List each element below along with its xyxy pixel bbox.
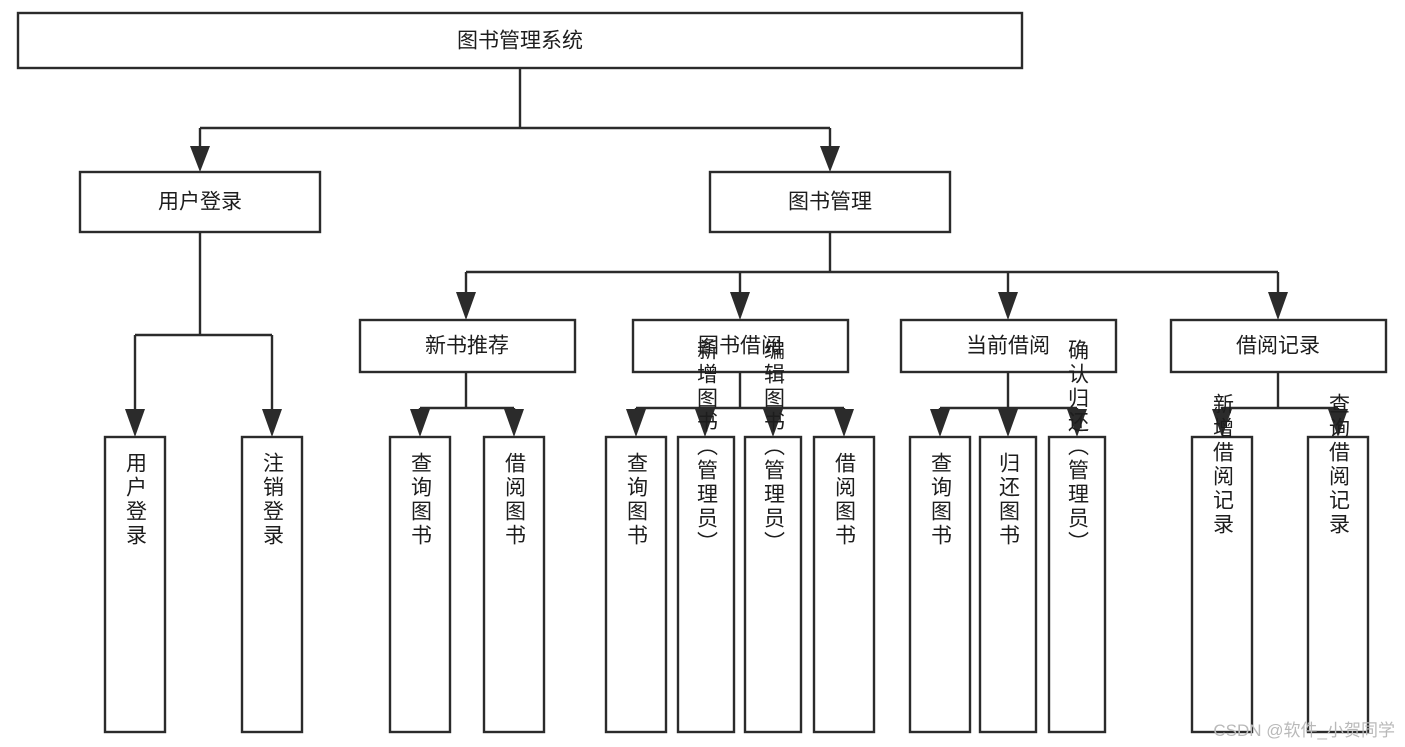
node-leaf-add-record[interactable]: 新增借阅记录	[1190, 393, 1254, 734]
root-label: 图书管理系统	[457, 30, 583, 53]
node-user-login[interactable]: 用户登录	[78, 170, 322, 234]
node-borrow-record[interactable]: 借阅记录	[1169, 318, 1388, 374]
leaf-edit-book-box[interactable]	[743, 435, 803, 734]
node-book-borrow[interactable]: 图书借阅	[631, 318, 850, 374]
leaf-add-record-label: 新增借阅记录	[1211, 393, 1235, 537]
leaf-query-record-label: 查询借阅记录	[1327, 393, 1351, 537]
node-leaf-query-book-3[interactable]: 查询图书	[908, 435, 972, 734]
connector-layer	[125, 68, 1348, 437]
arrow-head-user-login	[190, 146, 210, 172]
arrow-head-leaf-add-record	[1212, 409, 1232, 437]
leaf-edit-book-label: 编辑图书（管理员）	[762, 339, 786, 555]
leaf-user-login-box[interactable]	[103, 435, 167, 734]
new-book-recommend-label: 新书推荐	[425, 335, 509, 358]
arrow-head-leaf-query-book-3	[930, 409, 950, 437]
arrow-head-leaf-borrow-book-1	[504, 409, 524, 437]
leaf-return-book-box[interactable]	[978, 435, 1038, 734]
arrow-head-borrow-record	[1268, 292, 1288, 320]
node-leaf-borrow-book-2[interactable]: 借阅图书	[812, 435, 876, 734]
leaf-query-book-2-label: 查询图书	[625, 452, 649, 548]
arrow-head-leaf-add-book	[695, 409, 715, 437]
current-borrow-box[interactable]	[899, 318, 1118, 374]
node-leaf-query-record[interactable]: 查询借阅记录	[1306, 393, 1370, 734]
arrow-head-leaf-return-book	[998, 409, 1018, 437]
node-leaf-query-book-1[interactable]: 查询图书	[388, 435, 452, 734]
node-leaf-logout[interactable]: 注销登录	[240, 435, 304, 734]
node-leaf-query-book-2[interactable]: 查询图书	[604, 435, 668, 734]
leaf-query-book-1-box[interactable]	[388, 435, 452, 734]
leaf-add-book-box[interactable]	[676, 435, 736, 734]
root-box[interactable]	[16, 11, 1024, 70]
leaf-user-login-label: 用户登录	[124, 452, 148, 548]
leaf-add-record-box[interactable]	[1190, 435, 1254, 734]
node-leaf-return-book[interactable]: 归还图书	[978, 435, 1038, 734]
leaf-logout-box[interactable]	[240, 435, 304, 734]
leaf-borrow-book-1-box[interactable]	[482, 435, 546, 734]
user-login-box[interactable]	[78, 170, 322, 234]
node-leaf-user-login[interactable]: 用户登录	[103, 435, 167, 734]
leaf-confirm-return-label: 确认归还（管理员）	[1066, 339, 1090, 555]
arrow-head-leaf-query-book-2	[626, 409, 646, 437]
arrow-head-book-borrow	[730, 292, 750, 320]
arrow-head-leaf-query-record	[1328, 409, 1348, 437]
arrow-head-leaf-confirm-return	[1067, 409, 1087, 437]
book-management-label: 图书管理	[788, 191, 872, 214]
arrow-head-leaf-query-book-1	[410, 409, 430, 437]
node-current-borrow[interactable]: 当前借阅	[899, 318, 1118, 374]
leaf-return-book-label: 归还图书	[997, 452, 1021, 548]
node-leaf-edit-book[interactable]: 编辑图书（管理员）	[743, 339, 803, 734]
arrow-head-new-book-recommend	[456, 292, 476, 320]
arrow-head-current-borrow	[998, 292, 1018, 320]
borrow-record-box[interactable]	[1169, 318, 1388, 374]
leaf-query-book-1-label: 查询图书	[409, 452, 433, 548]
leaf-borrow-book-2-box[interactable]	[812, 435, 876, 734]
node-leaf-borrow-book-1[interactable]: 借阅图书	[482, 435, 546, 734]
book-management-box[interactable]	[708, 170, 952, 234]
leaf-borrow-book-1-label: 借阅图书	[503, 452, 527, 548]
leaf-add-book-label: 新增图书（管理员）	[695, 339, 719, 555]
arrow-head-leaf-logout	[262, 409, 282, 437]
node-root[interactable]: 图书管理系统	[16, 11, 1024, 70]
leaf-query-book-3-label: 查询图书	[929, 452, 953, 548]
arrow-head-leaf-user-login	[125, 409, 145, 437]
arrow-head-leaf-edit-book	[763, 409, 783, 437]
current-borrow-label: 当前借阅	[966, 335, 1050, 358]
node-new-book-recommend[interactable]: 新书推荐	[358, 318, 577, 374]
leaf-query-record-box[interactable]	[1306, 435, 1370, 734]
user-login-label: 用户登录	[158, 191, 242, 214]
leaf-confirm-return-box[interactable]	[1047, 435, 1107, 734]
leaf-query-book-2-box[interactable]	[604, 435, 668, 734]
leaf-query-book-3-box[interactable]	[908, 435, 972, 734]
arrow-head-book-management	[820, 146, 840, 172]
leaf-logout-label: 注销登录	[261, 452, 285, 548]
new-book-recommend-box[interactable]	[358, 318, 577, 374]
arrow-head-leaf-borrow-book-2	[834, 409, 854, 437]
book-borrow-box[interactable]	[631, 318, 850, 374]
borrow-record-label: 借阅记录	[1236, 335, 1320, 358]
book-borrow-label: 图书借阅	[698, 335, 782, 358]
node-leaf-confirm-return[interactable]: 确认归还（管理员）	[1047, 339, 1107, 734]
leaf-borrow-book-2-label: 借阅图书	[833, 452, 857, 548]
node-book-management[interactable]: 图书管理	[708, 170, 952, 234]
node-leaf-add-book[interactable]: 新增图书（管理员）	[676, 339, 736, 734]
